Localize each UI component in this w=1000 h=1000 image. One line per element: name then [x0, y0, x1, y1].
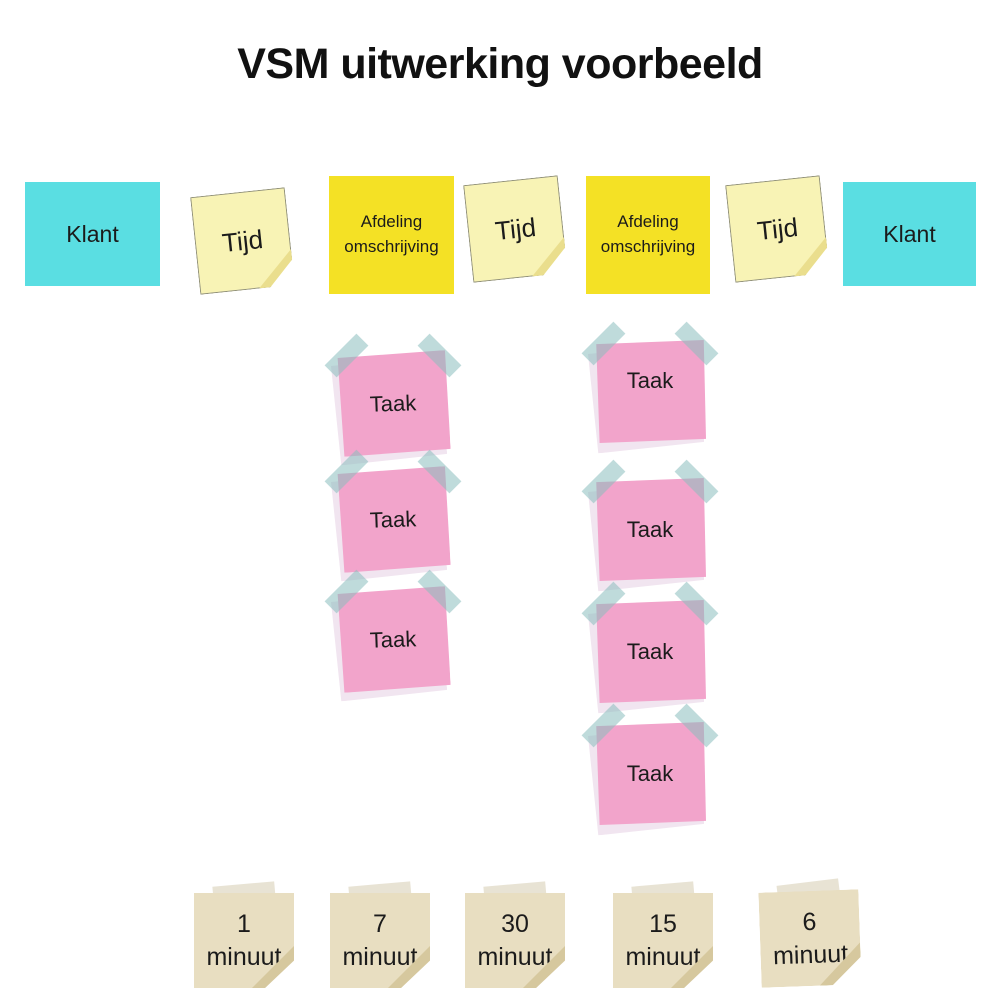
minute-sticky-note: 7 minuut: [330, 881, 430, 988]
customer-label: Klant: [883, 220, 936, 247]
task-label: Taak: [369, 625, 417, 653]
minute-unit: minuut: [477, 942, 553, 971]
department-note: Afdeling omschrijving: [586, 176, 710, 294]
time-sticky-note: Tijd: [730, 180, 825, 278]
task-sticky-note: Taak: [581, 703, 719, 825]
minute-value: 15: [649, 910, 677, 938]
sticky-paper: 30 minuut: [465, 893, 565, 988]
minute-unit: minuut: [342, 942, 418, 971]
minute-sticky-note: 1 minuut: [194, 881, 294, 988]
minute-unit: minuut: [206, 942, 282, 971]
sticky-paper: Taak: [596, 600, 706, 703]
sticky-paper: Taak: [335, 350, 451, 457]
task-label: Taak: [626, 516, 674, 542]
department-label: Afdeling omschrijving: [600, 212, 696, 256]
sticky-paper: Tijd: [190, 187, 295, 294]
minute-value: 6: [801, 907, 817, 937]
sticky-paper: Taak: [596, 340, 706, 443]
curled-corner-icon: [255, 249, 295, 289]
customer-note: Klant: [25, 182, 160, 286]
curled-corner-icon: [528, 237, 568, 277]
curled-corner-icon: [790, 237, 830, 277]
sticky-paper: Tijd: [463, 175, 568, 282]
task-sticky-note: Taak: [581, 459, 719, 581]
time-sticky-note: Tijd: [195, 192, 290, 290]
sticky-paper: 7 minuut: [330, 893, 430, 988]
minute-value: 7: [373, 910, 387, 938]
sticky-paper: Taak: [596, 478, 706, 581]
minute-sticky-note: 6 minuut: [758, 878, 861, 987]
customer-label: Klant: [66, 220, 119, 247]
task-sticky-note: Taak: [581, 581, 719, 703]
task-label: Taak: [626, 638, 674, 664]
sticky-paper: 15 minuut: [613, 893, 713, 988]
minute-sticky-note: 30 minuut: [465, 881, 565, 988]
sticky-paper: Taak: [335, 586, 451, 693]
task-sticky-note: Taak: [324, 569, 462, 693]
minute-sticky-note: 15 minuut: [613, 881, 713, 988]
sticky-paper: 1 minuut: [194, 893, 294, 988]
minute-value: 1: [237, 910, 251, 938]
sticky-paper: Taak: [596, 722, 706, 825]
minute-value: 30: [501, 910, 529, 938]
task-label: Taak: [626, 368, 674, 393]
task-sticky-note: Taak: [581, 321, 719, 443]
department-label: Afdeling omschrijving: [344, 212, 439, 256]
time-label: Tijd: [493, 211, 538, 246]
page-title: VSM uitwerking voorbeeld: [237, 40, 763, 88]
department-note: Afdeling omschrijving: [329, 176, 454, 294]
task-sticky-note: Taak: [324, 333, 462, 457]
task-label: Taak: [626, 760, 674, 786]
time-sticky-note: Tijd: [468, 180, 563, 278]
sticky-paper: Taak: [335, 466, 451, 573]
minute-unit: minuut: [625, 942, 701, 971]
sticky-paper: Tijd: [725, 175, 830, 282]
task-sticky-note: Taak: [324, 449, 462, 573]
time-label: Tijd: [220, 223, 265, 258]
task-label: Taak: [369, 505, 417, 533]
time-label: Tijd: [755, 211, 800, 246]
customer-note: Klant: [843, 182, 976, 286]
sticky-paper: 6 minuut: [758, 889, 861, 987]
task-label: Taak: [369, 389, 417, 417]
